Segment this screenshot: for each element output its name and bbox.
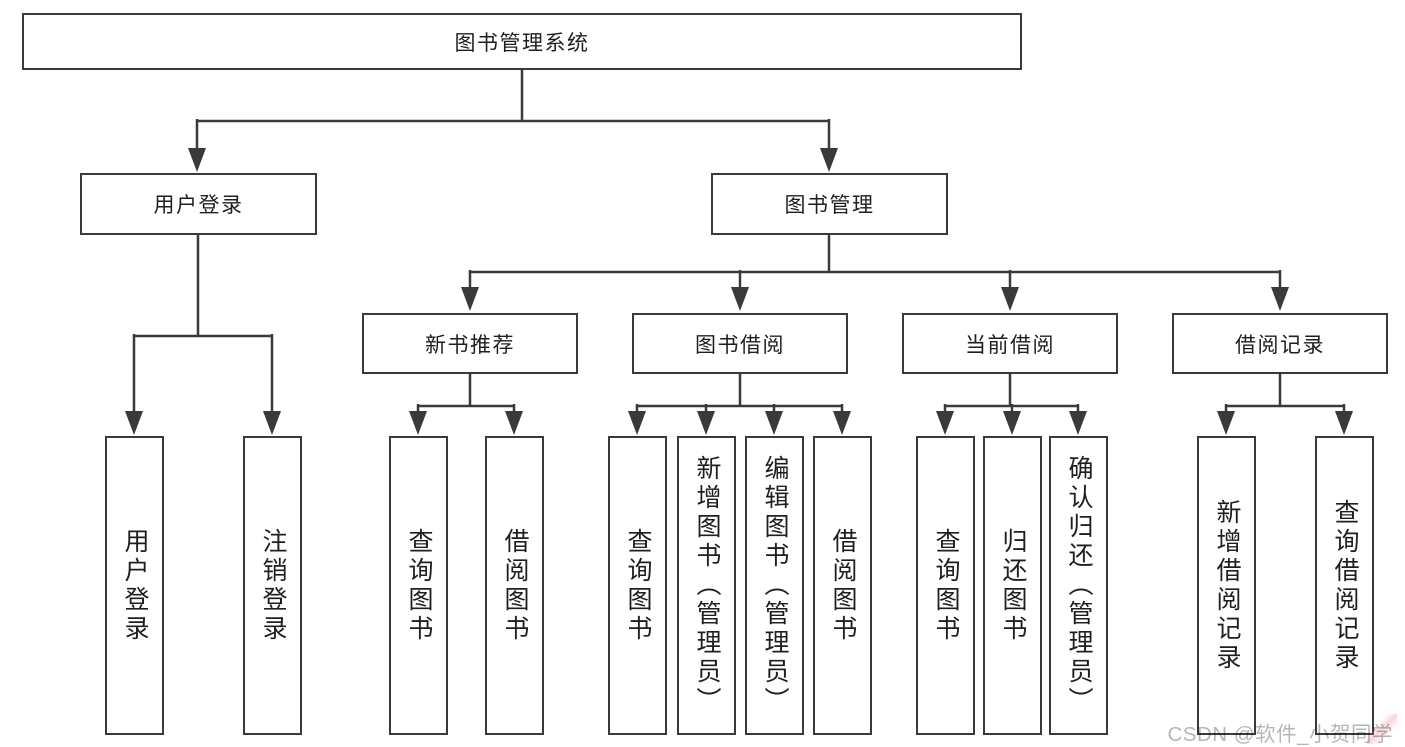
leaf-user-login: 用户登录	[105, 436, 164, 735]
node-new-book-recommendation: 新书推荐	[362, 313, 578, 374]
leaf-edit-book-admin: 编辑图书（管理员）	[745, 436, 804, 735]
node-label: 当前借阅	[965, 333, 1055, 357]
leaf-label: 编辑图书（管理员）	[761, 455, 789, 716]
leaf-borrow-books-recommend: 借阅图书	[485, 436, 544, 735]
leaf-add-borrow-record: 新增借阅记录	[1197, 436, 1256, 735]
leaf-borrow-books-borrowing: 借阅图书	[813, 436, 872, 735]
node-label: 图书管理	[784, 194, 875, 217]
leaf-label: 借阅图书	[829, 527, 857, 644]
leaf-label: 查询图书	[405, 527, 433, 644]
leaf-label: 确认归还（管理员）	[1065, 455, 1093, 716]
leaf-query-books-borrowing: 查询图书	[608, 436, 667, 735]
leaf-logout: 注销登录	[243, 436, 302, 735]
node-borrowing-records: 借阅记录	[1172, 313, 1388, 374]
leaf-query-borrow-record: 查询借阅记录	[1315, 436, 1374, 735]
watermark-text: CSDN @软件_小贺同学	[1167, 723, 1393, 746]
leaf-confirm-return-admin: 确认归还（管理员）	[1049, 436, 1108, 735]
node-system-root: 图书管理系统	[22, 13, 1022, 70]
node-label: 新书推荐	[425, 333, 515, 357]
leaf-label: 新增借阅记录	[1213, 498, 1241, 673]
node-label: 图书借阅	[695, 333, 785, 357]
leaf-return-book: 归还图书	[983, 436, 1042, 735]
node-label: 用户登录	[153, 194, 244, 217]
node-label: 借阅记录	[1235, 333, 1325, 357]
leaf-label: 用户登录	[121, 527, 149, 644]
node-label: 图书管理系统	[454, 31, 590, 55]
node-book-management: 图书管理	[711, 173, 948, 235]
leaf-label: 借阅图书	[501, 527, 529, 644]
node-book-borrowing: 图书借阅	[632, 313, 848, 374]
leaf-label: 查询图书	[624, 527, 652, 644]
leaf-add-book-admin: 新增图书（管理员）	[677, 436, 736, 735]
leaf-label: 新增图书（管理员）	[693, 455, 721, 716]
node-user-login: 用户登录	[80, 173, 317, 235]
leaf-label: 归还图书	[999, 527, 1027, 644]
node-current-borrowing: 当前借阅	[902, 313, 1118, 374]
leaf-label: 查询借阅记录	[1331, 498, 1359, 673]
leaf-query-books-recommend: 查询图书	[389, 436, 448, 735]
leaf-query-books-current: 查询图书	[916, 436, 975, 735]
leaf-label: 查询图书	[932, 527, 960, 644]
leaf-label: 注销登录	[259, 527, 287, 644]
